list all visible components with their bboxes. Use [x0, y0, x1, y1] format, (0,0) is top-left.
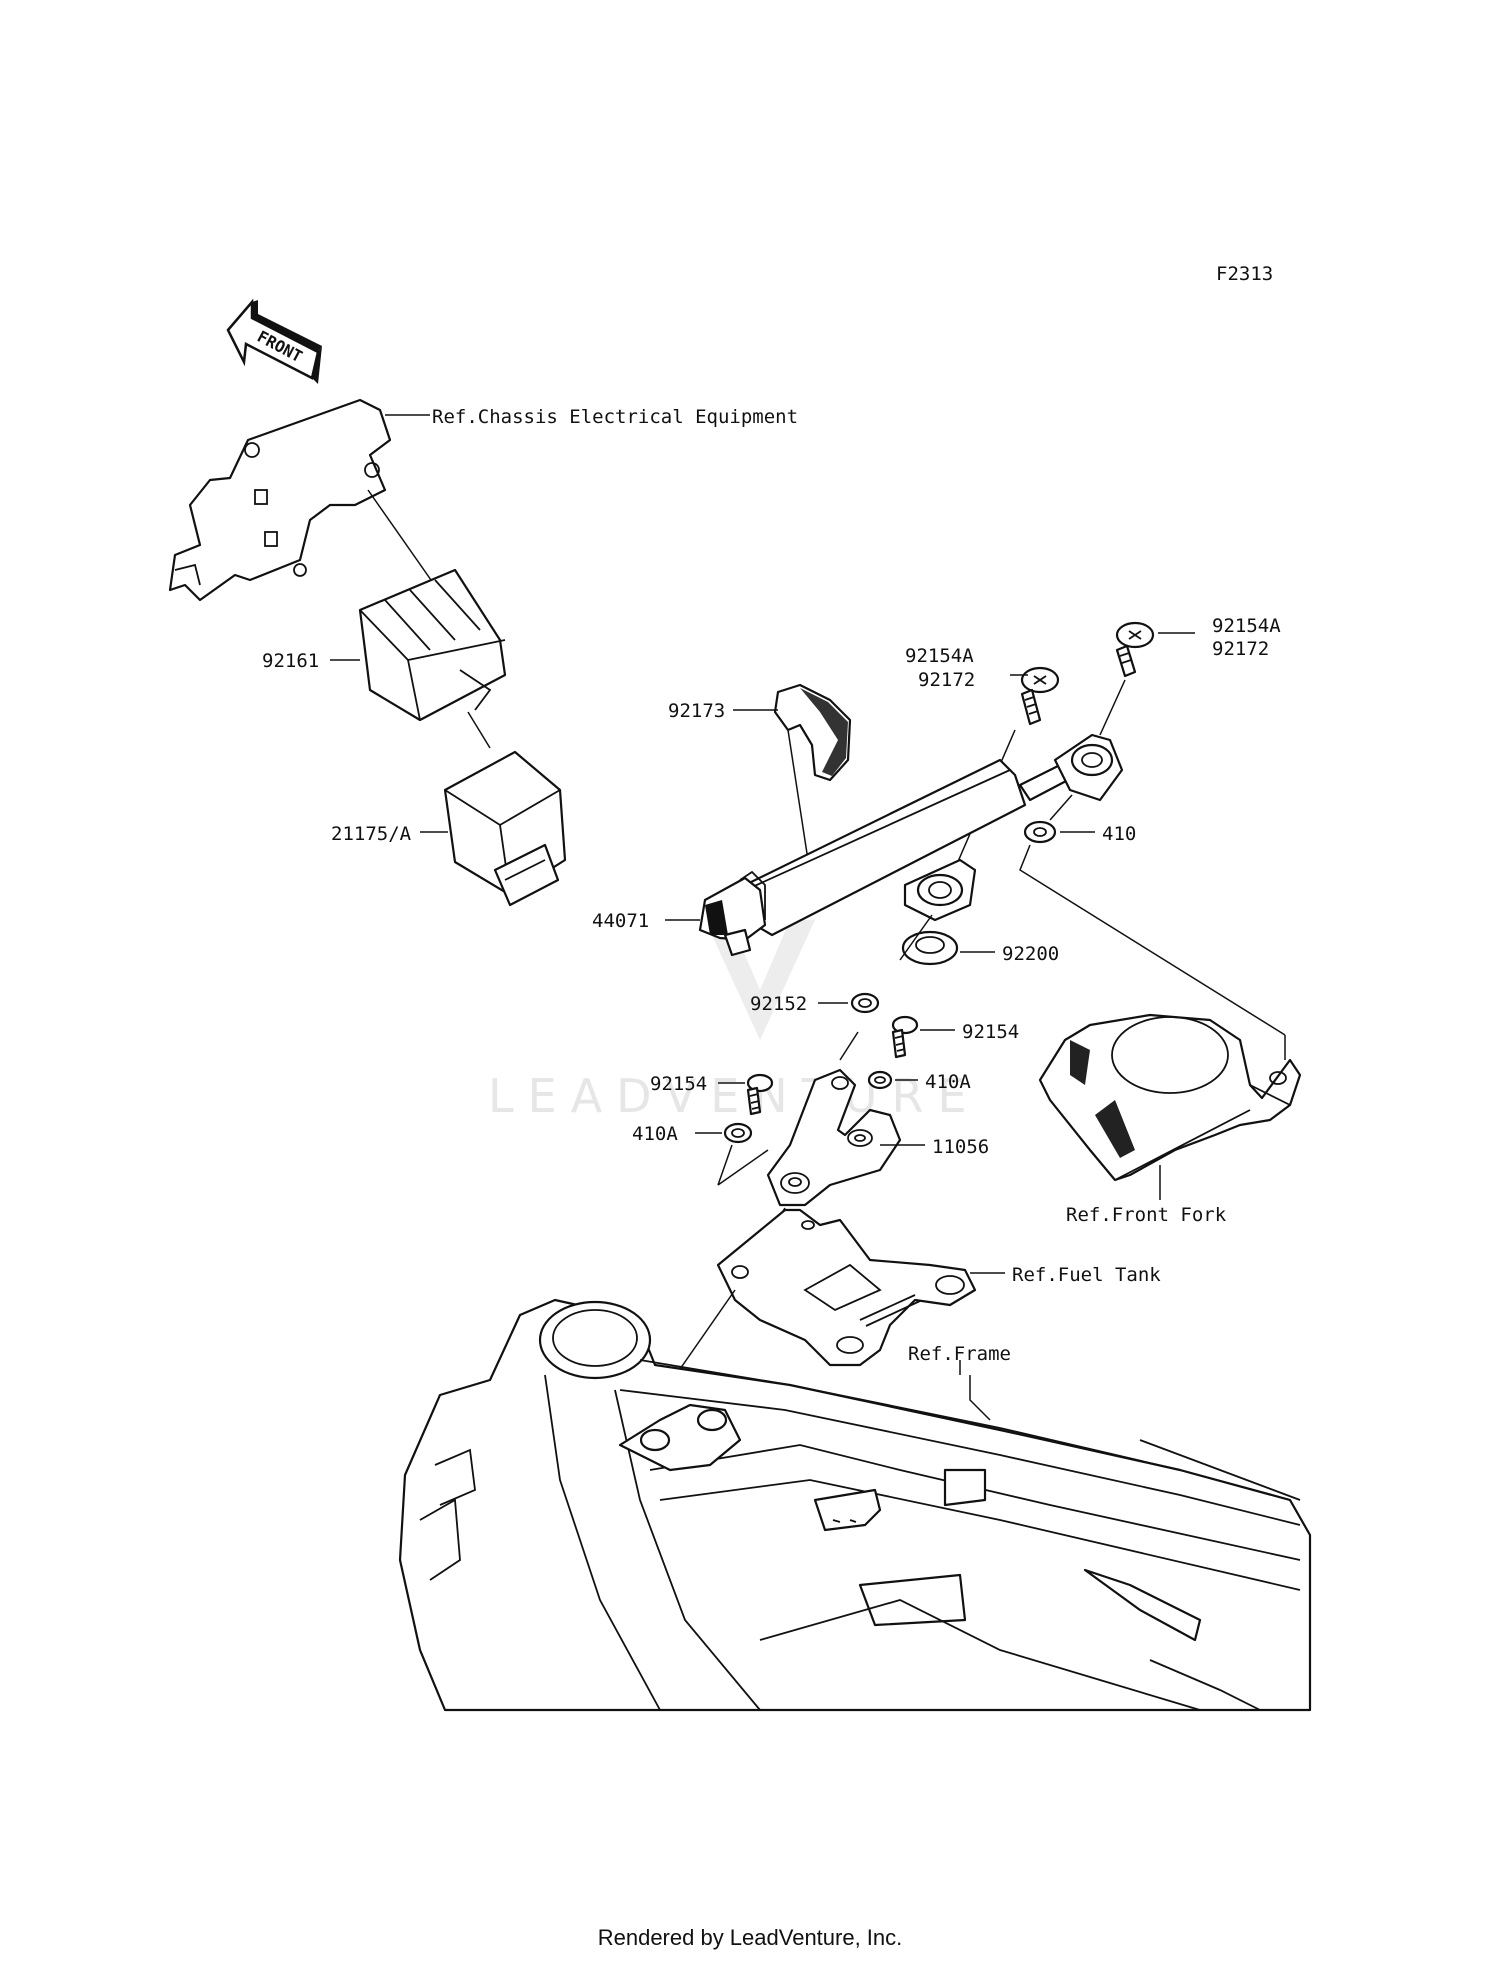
label-92173: 92173 — [668, 700, 725, 722]
washer-410a-left — [723, 1122, 753, 1144]
band-92173 — [773, 683, 852, 782]
label-21175a: 21175/A — [331, 823, 412, 845]
washer-410 — [1023, 820, 1057, 844]
collar-92200 — [901, 930, 959, 966]
label-92161: 92161 — [262, 650, 319, 672]
label-92154a-left: 92154A — [905, 645, 974, 667]
label-410a-right: 410A — [925, 1071, 971, 1093]
label-ref-fuel-tank: Ref.Fuel Tank — [1012, 1264, 1161, 1286]
bushing-92152 — [850, 992, 880, 1014]
steering-damper-44071 — [698, 733, 1124, 957]
bracket-11056 — [766, 1068, 902, 1207]
ecu-unit-21175a — [443, 750, 567, 907]
bolt-92154-left — [746, 1073, 774, 1116]
label-44071: 44071 — [592, 910, 649, 932]
bolt-92154-right — [891, 1015, 919, 1059]
fuel-tank-bracket — [716, 1208, 977, 1367]
label-ref-frame: Ref.Frame — [908, 1343, 1011, 1365]
screw-92154a-left — [1020, 666, 1060, 726]
screw-92154a-right — [1115, 621, 1155, 678]
label-92172-left: 92172 — [918, 669, 975, 691]
label-92200: 92200 — [1002, 943, 1059, 965]
label-410a-left: 410A — [632, 1123, 678, 1145]
label-92154-left: 92154 — [650, 1073, 707, 1095]
label-ref-front-fork: Ref.Front Fork — [1066, 1204, 1227, 1226]
label-92152: 92152 — [750, 993, 807, 1015]
label-ref-chassis: Ref.Chassis Electrical Equipment — [432, 406, 798, 428]
front-fork-clamp — [1038, 1013, 1302, 1182]
label-92154-right: 92154 — [962, 1021, 1019, 1043]
label-410: 410 — [1102, 823, 1136, 845]
label-92154a-right: 92154A — [1212, 615, 1281, 637]
label-11056: 11056 — [932, 1136, 989, 1158]
footer-credit: Rendered by LeadVenture, Inc. — [597, 1925, 903, 1950]
watermark-text: LEADVENTURE — [488, 1069, 981, 1123]
chassis-electrical-bracket — [168, 398, 392, 602]
washer-410a-right — [867, 1070, 893, 1090]
front-arrow-icon: FRONT — [226, 298, 322, 384]
motorcycle-frame — [398, 1298, 1312, 1712]
label-92172-right: 92172 — [1212, 638, 1269, 660]
diagram-code: F2313 — [1216, 263, 1273, 285]
rubber-boot-92161 — [358, 568, 507, 722]
